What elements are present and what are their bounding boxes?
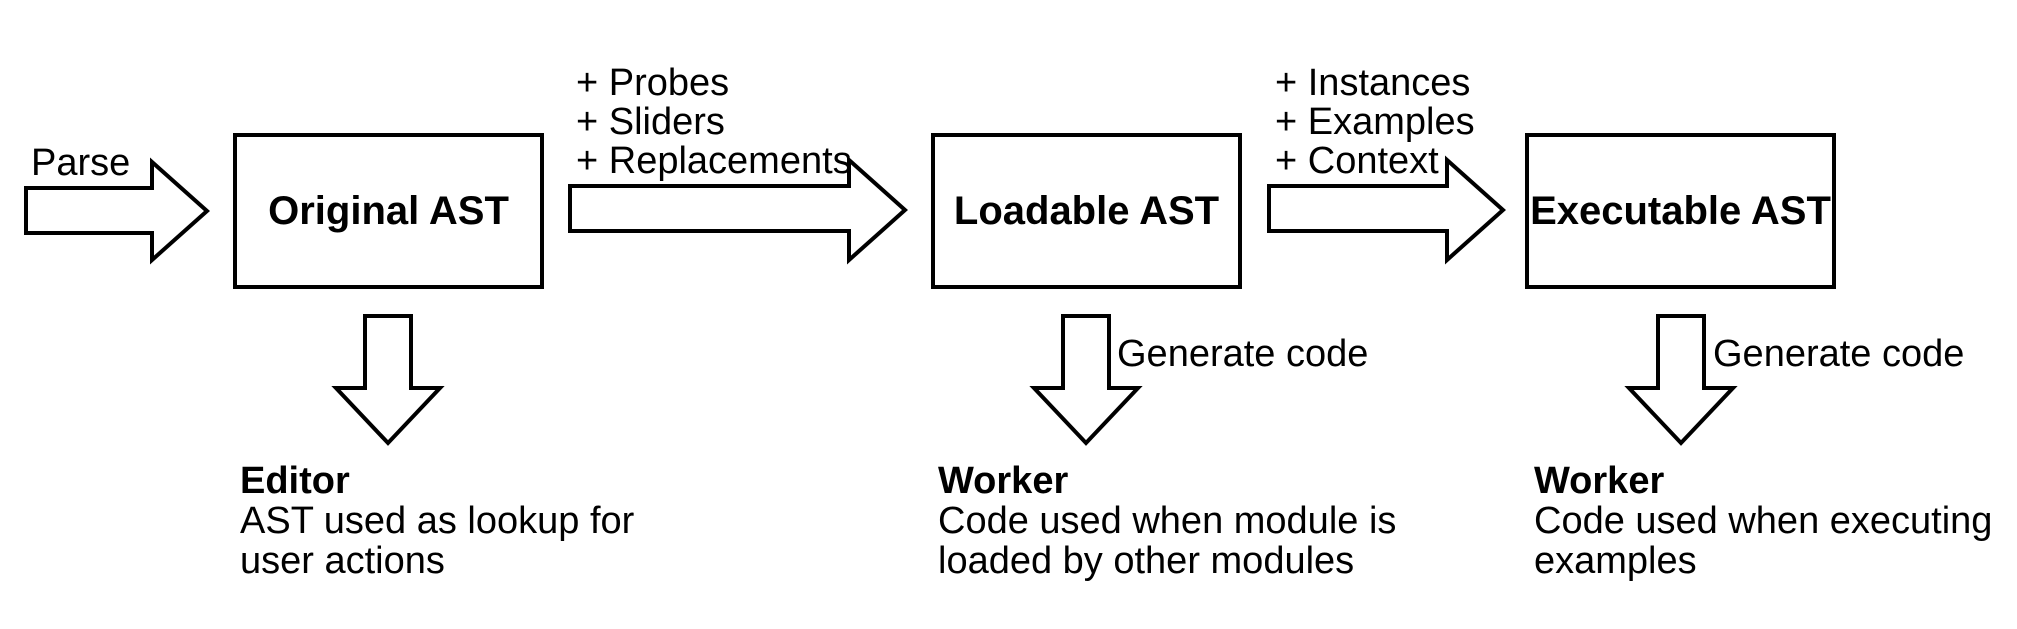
editor-output-line-2: user actions — [240, 540, 445, 582]
transform-arrow-2-icon — [1267, 155, 1507, 265]
loadable-ast-box-label: Loadable AST — [953, 188, 1220, 233]
worker-2-output-title: Worker — [1534, 460, 1665, 502]
worker-1-output-line-1: Code used when module is — [938, 500, 1397, 542]
parse-arrow-icon — [24, 157, 211, 265]
down-arrow-worker-2-icon — [1624, 314, 1738, 446]
addition-item-sliders: + Sliders — [576, 101, 725, 143]
addition-item-examples: + Examples — [1275, 101, 1475, 143]
editor-output-line-1: AST used as lookup for — [240, 500, 635, 542]
addition-item-replacements: + Replacements — [576, 140, 852, 182]
transform-1-additions-list: + Probes + Sliders + Replacements — [576, 64, 852, 181]
worker-1-output-title: Worker — [938, 460, 1069, 502]
executable-ast-box: Executable AST — [1525, 133, 1836, 289]
worker-2-output-line-1: Code used when executing — [1534, 500, 1993, 542]
addition-item-context: + Context — [1275, 140, 1439, 182]
generate-code-label-1: Generate code — [1117, 333, 1369, 375]
editor-output-title: Editor — [240, 460, 350, 502]
executable-ast-box-label: Executable AST — [1530, 188, 1831, 233]
generate-code-label-2: Generate code — [1713, 333, 1965, 375]
original-ast-box-label: Original AST — [268, 188, 509, 233]
down-arrow-editor-icon — [331, 314, 445, 446]
down-arrow-worker-1-icon — [1029, 314, 1143, 446]
addition-item-probes: + Probes — [576, 62, 730, 104]
transform-arrow-1-icon — [568, 155, 909, 265]
worker-2-output-block: Worker Code used when executing examples — [1534, 461, 1992, 581]
worker-1-output-block: Worker Code used when module is loaded b… — [938, 461, 1396, 581]
transform-2-additions-list: + Instances + Examples + Context — [1275, 64, 1475, 181]
parse-arrow-label: Parse — [31, 142, 131, 184]
worker-2-output-line-2: examples — [1534, 540, 1697, 582]
addition-item-instances: + Instances — [1275, 62, 1471, 104]
loadable-ast-box: Loadable AST — [931, 133, 1242, 289]
original-ast-box: Original AST — [233, 133, 544, 289]
worker-1-output-line-2: loaded by other modules — [938, 540, 1355, 582]
editor-output-block: Editor AST used as lookup for user actio… — [240, 461, 634, 581]
